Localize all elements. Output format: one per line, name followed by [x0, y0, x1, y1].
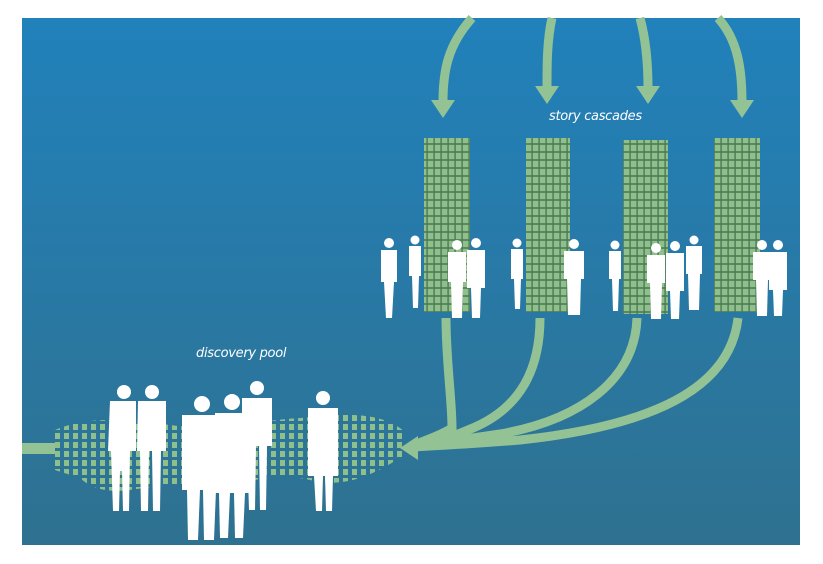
discovery-pool-label: discovery pool	[196, 346, 287, 361]
person	[609, 240, 621, 311]
person	[511, 238, 523, 309]
people-cascades	[381, 235, 787, 319]
person	[108, 385, 136, 511]
arrow-into-cascade-1	[438, 15, 476, 103]
cascade-4	[714, 138, 760, 312]
person	[647, 243, 665, 319]
cascade-1	[424, 138, 470, 312]
person	[564, 239, 584, 315]
person	[381, 238, 397, 318]
person	[467, 238, 485, 318]
person	[753, 240, 771, 316]
cascade-2	[526, 138, 570, 312]
person	[308, 391, 338, 511]
arrow-into-cascade-2	[542, 17, 557, 89]
person	[182, 396, 222, 540]
pool-outflow	[22, 443, 55, 454]
arrow-into-cascade-4	[714, 14, 747, 103]
incoming-arrows	[438, 14, 747, 103]
arrowhead-into-pool	[400, 436, 418, 460]
person	[137, 385, 166, 511]
person	[666, 241, 684, 319]
people-pool	[108, 381, 338, 540]
person	[686, 235, 702, 310]
outgoing-arrows	[410, 317, 743, 452]
person	[769, 240, 787, 316]
person	[409, 235, 421, 308]
person	[242, 381, 272, 510]
arrowheads-top	[431, 86, 754, 118]
story-cascades-label: story cascades	[549, 109, 642, 124]
person	[448, 240, 466, 318]
arrow-into-cascade-3	[635, 16, 653, 89]
